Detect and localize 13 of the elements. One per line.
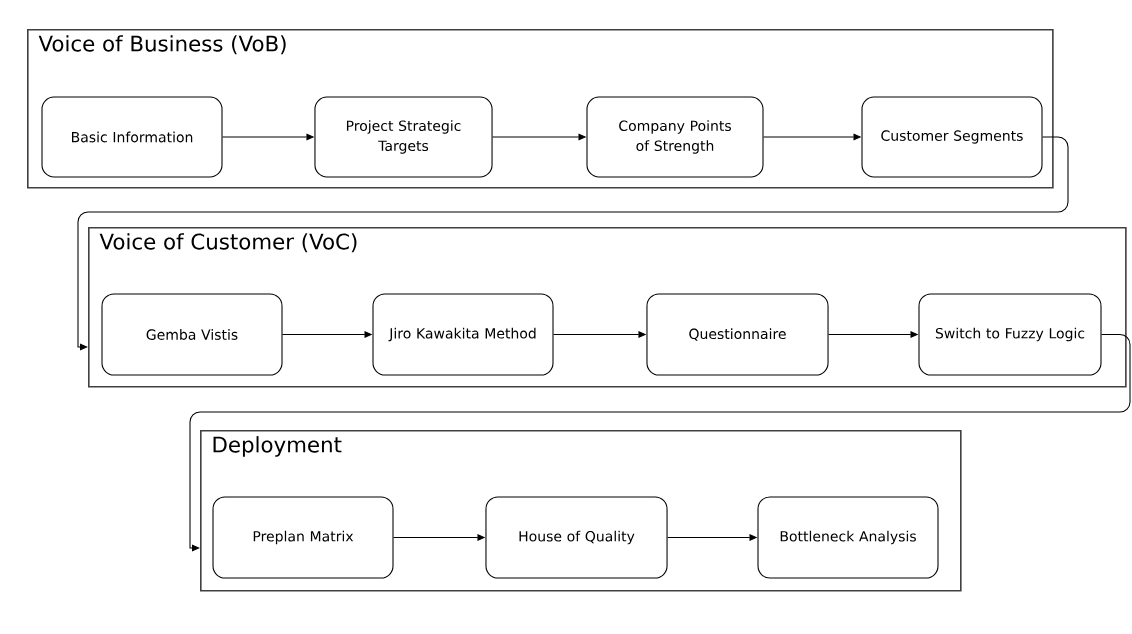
process-box: Basic Information: [41, 96, 223, 178]
process-box: Project Strategic Targets: [314, 96, 493, 178]
process-box: Switch to Fuzzy Logic: [918, 293, 1102, 376]
process-box: Preplan Matrix: [212, 496, 394, 579]
process-box: House of Quality: [485, 496, 668, 579]
process-box: Questionnaire: [646, 293, 829, 376]
arrow: [189, 333, 1131, 552]
process-box: Company Points of Strength: [586, 96, 764, 178]
process-box: Gemba Vistis: [101, 293, 283, 376]
process-box: Customer Segments: [861, 96, 1043, 178]
arrow: [77, 136, 1069, 351]
process-box: Jiro Kawakita Method: [372, 293, 554, 376]
process-box: Bottleneck Analysis: [757, 496, 939, 579]
